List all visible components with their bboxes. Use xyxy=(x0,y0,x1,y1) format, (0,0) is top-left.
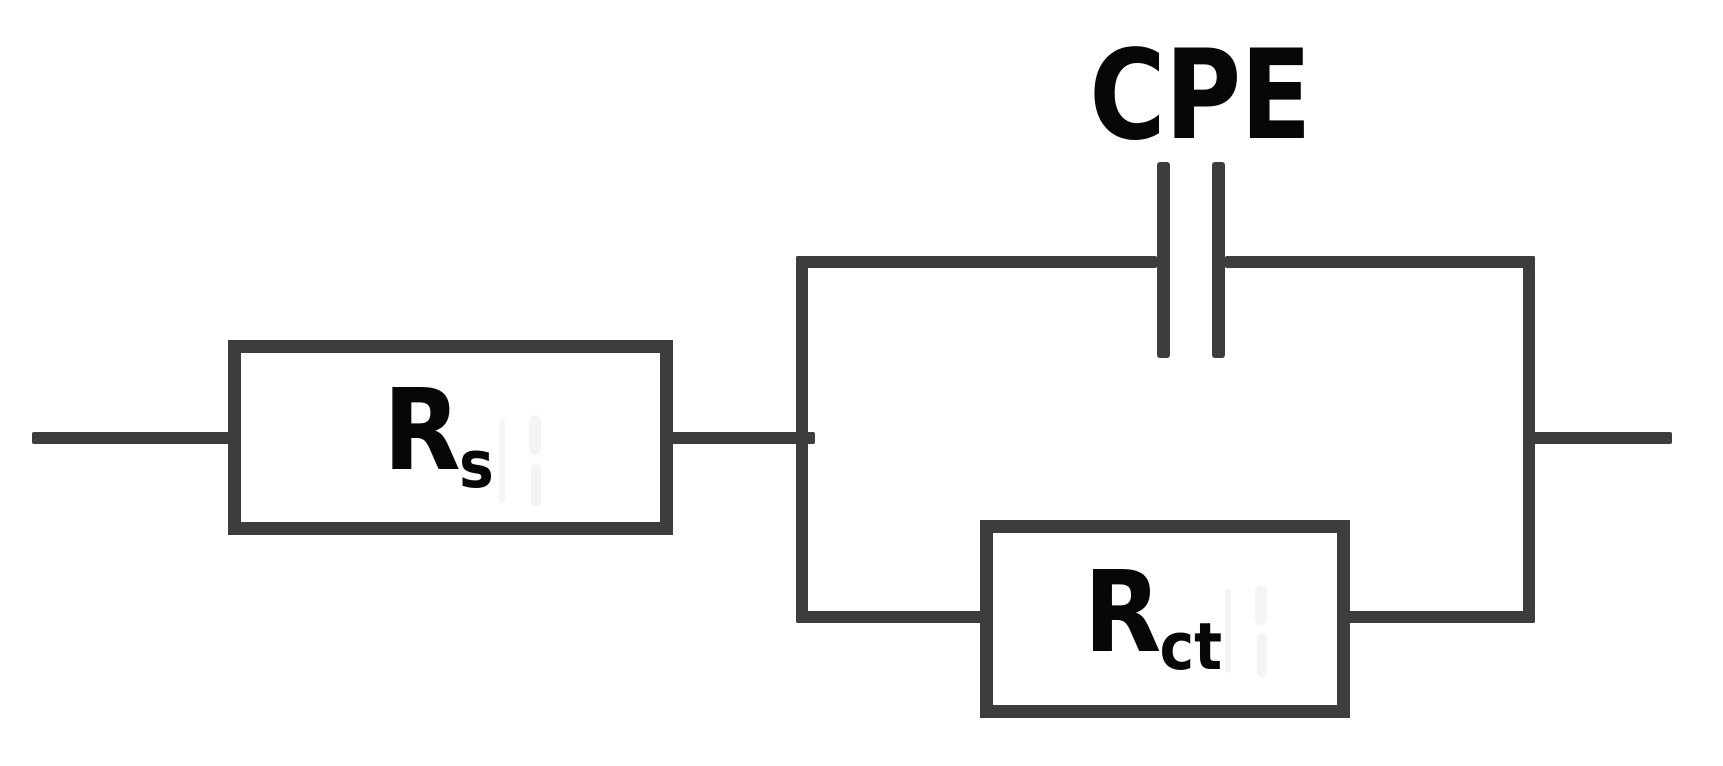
rs-resistor-box: Rs xyxy=(228,340,673,535)
rs-ghost-artifact xyxy=(499,415,559,510)
series-link-wire xyxy=(667,432,815,444)
rs-label-subscript: s xyxy=(459,428,494,504)
rs-label-main: R xyxy=(383,366,461,497)
rct-label-main: R xyxy=(1083,547,1162,678)
cpe-branch-wire-left xyxy=(796,256,1157,268)
cpe-capacitor-plate-left-icon xyxy=(1157,162,1170,358)
rct-branch-wire-left xyxy=(796,611,985,623)
rct-ghost-artifact xyxy=(1225,585,1285,680)
cpe-branch-wire-right xyxy=(1225,256,1535,268)
output-terminal-wire xyxy=(1523,432,1672,444)
rct-branch-wire-right xyxy=(1344,611,1535,623)
rct-resistor-box: Rct xyxy=(980,520,1350,718)
parallel-left-rail-wire xyxy=(796,256,808,623)
rct-label: Rct xyxy=(1084,557,1222,681)
cpe-capacitor-plate-right-icon xyxy=(1212,162,1225,358)
input-terminal-wire xyxy=(32,432,232,444)
cpe-label: CPE xyxy=(1089,24,1311,168)
rs-label: Rs xyxy=(383,375,494,499)
rct-label-subscript: ct xyxy=(1159,610,1223,686)
